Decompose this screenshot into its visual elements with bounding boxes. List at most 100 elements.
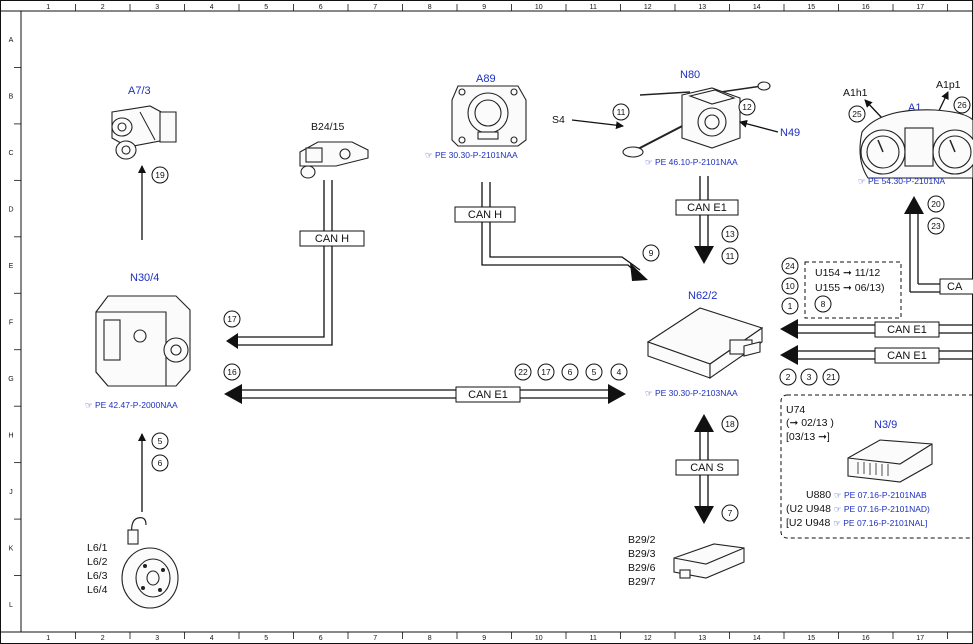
label-b29-7: B29/7 [628, 576, 656, 588]
footnote-1 [781, 297, 799, 315]
footnote-22 [514, 363, 532, 381]
column-label: 10 [535, 4, 543, 11]
label-b29-6: B29/6 [628, 562, 656, 574]
column-label: 2 [101, 4, 105, 11]
column-label: 12 [644, 635, 652, 642]
footnote-7 [721, 504, 739, 522]
column-label: 8 [428, 635, 432, 642]
label-l6-4: L6/4 [87, 584, 108, 596]
can-e1-right1-label: CAN E1 [887, 324, 927, 336]
footnote-5b [585, 363, 603, 381]
can-e1-main-box [455, 386, 521, 403]
footnote-24 [781, 257, 799, 275]
column-label: 1 [46, 4, 50, 11]
footnote-16 [223, 363, 241, 381]
footnote-6b [561, 363, 579, 381]
can-e1-label-n80: CAN E1 [687, 202, 727, 214]
note-u74: U74 [786, 404, 805, 416]
row-label: C [8, 150, 13, 157]
svg-text:10: 10 [785, 281, 795, 291]
l6-wheel-speed-sensor-illustration [121, 517, 179, 609]
label-a1p1: A1p1 [936, 79, 961, 91]
column-label: 17 [916, 4, 924, 11]
svg-text:1: 1 [788, 301, 793, 311]
can-a1-box [939, 278, 973, 295]
svg-text:6: 6 [158, 458, 163, 468]
can-h-arrowhead-b24 [226, 333, 238, 349]
footnote-12 [738, 98, 756, 116]
footnote-11a [612, 103, 630, 121]
can-h-box-a89 [454, 206, 516, 223]
label-b24-15: B24/15 [311, 121, 344, 133]
row-label: E [9, 263, 14, 270]
can-h-label-b24: CAN H [315, 233, 349, 245]
can-e1-n80-arrowhead [694, 246, 714, 264]
footnote-18 [721, 415, 739, 433]
can-h-arrowhead-a89 [630, 263, 648, 281]
svg-text:5: 5 [158, 436, 163, 446]
n3-9-ref-row-2: (U2 U948 ☞ PE 07.16-P-2101NAD) [786, 503, 930, 515]
svg-text:20: 20 [931, 199, 941, 209]
column-label: 13 [698, 635, 706, 642]
can-s-box [675, 459, 739, 476]
ref-a1: ☞ PE 54.30-P-2101NA [858, 176, 945, 186]
column-label: 7 [373, 4, 377, 11]
label-a7-3: A7/3 [128, 85, 151, 97]
column-label: 4 [210, 4, 214, 11]
row-label: A [9, 37, 14, 44]
svg-text:19: 19 [155, 170, 165, 180]
svg-text:18: 18 [725, 419, 735, 429]
footnote-3 [800, 368, 818, 386]
ref-n80: ☞ PE 46.10-P-2101NAA [645, 157, 738, 167]
can-s-label: CAN S [690, 462, 724, 474]
footnote-13 [721, 225, 739, 243]
svg-text:12: 12 [742, 102, 752, 112]
svg-text:13: 13 [725, 229, 735, 239]
ref-a89: ☞ PE 30.30-P-2101NAA [425, 150, 518, 160]
note-u74-line1: (➞ 02/13 ) [786, 417, 834, 429]
b24-15-sensor-illustration [299, 141, 369, 179]
can-a1-arrowhead [904, 196, 924, 214]
svg-text:17: 17 [541, 367, 551, 377]
n30-4-esp-unit-illustration [95, 295, 191, 387]
column-label: 5 [264, 4, 268, 11]
can-e1-right1-box [874, 321, 940, 338]
label-n49: N49 [780, 127, 800, 139]
footnote-11b [721, 247, 739, 265]
can-e1-right2-arrowhead [780, 345, 798, 365]
row-label: J [9, 489, 13, 496]
row-label: F [9, 320, 13, 327]
svg-text:11: 11 [617, 107, 626, 117]
label-l6-3: L6/3 [87, 570, 108, 582]
column-label: 13 [698, 4, 706, 11]
svg-text:3: 3 [807, 372, 812, 382]
svg-text:6: 6 [568, 367, 573, 377]
column-label: 3 [155, 4, 159, 11]
can-e1-right1-arrowhead [780, 319, 798, 339]
can-e1-right2-label: CAN E1 [887, 350, 927, 362]
column-label: 6 [319, 4, 323, 11]
column-label: 12 [644, 4, 652, 11]
note-u74-line2: [03/13 ➞] [786, 431, 830, 443]
a1-instrument-cluster-illustration [859, 109, 973, 179]
svg-text:21: 21 [826, 372, 836, 382]
column-label: 10 [535, 635, 543, 642]
svg-text:24: 24 [785, 261, 795, 271]
label-l6-2: L6/2 [87, 556, 108, 568]
column-label: 5 [264, 635, 268, 642]
n49-arrow [739, 119, 779, 133]
label-b29-2: B29/2 [628, 534, 656, 546]
column-label: 11 [590, 635, 597, 642]
label-n30-4: N30/4 [130, 272, 159, 284]
label-n3-9: N3/9 [874, 419, 897, 431]
label-s4: S4 [552, 114, 565, 126]
column-label: 17 [916, 635, 924, 642]
label-b29-3: B29/3 [628, 548, 656, 560]
footnote-9 [642, 244, 660, 262]
column-label: 7 [373, 635, 377, 642]
label-l6-1: L6/1 [87, 542, 108, 554]
ref-n30-4: ☞ PE 42.47-P-2000NAA [85, 400, 178, 410]
